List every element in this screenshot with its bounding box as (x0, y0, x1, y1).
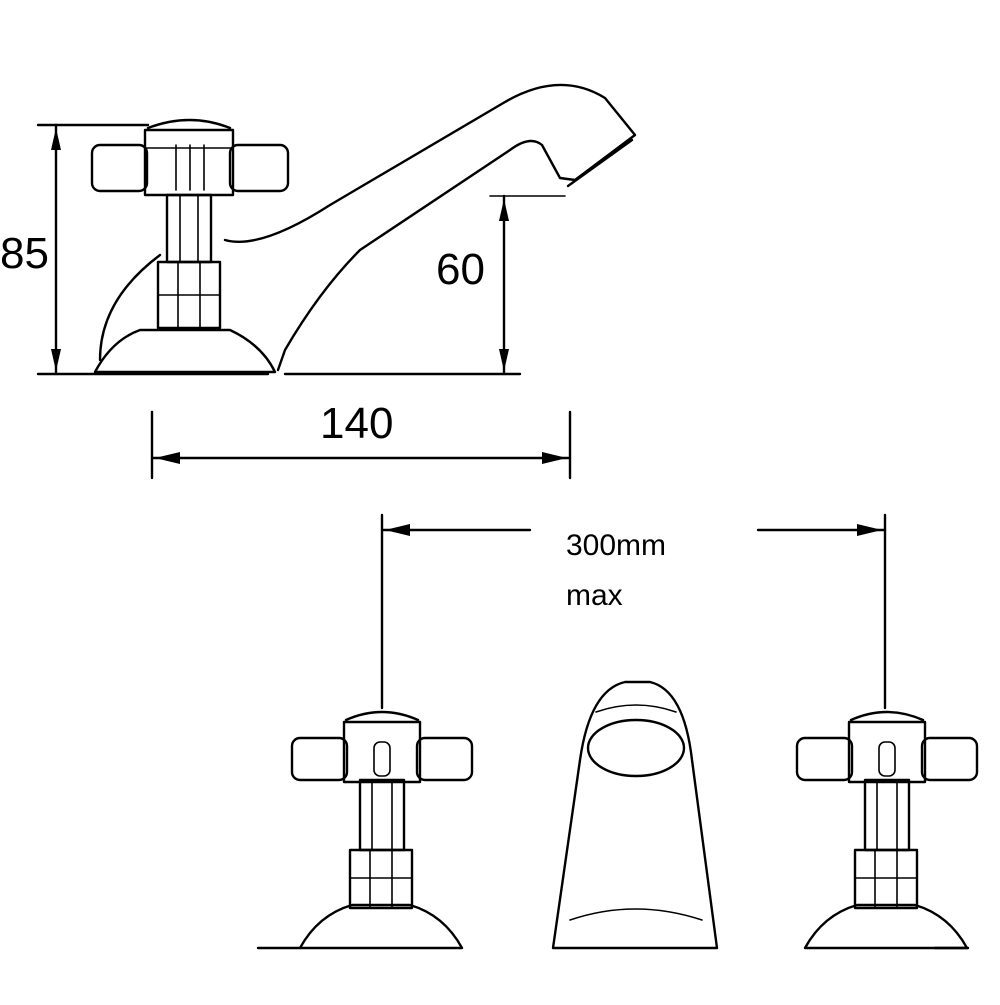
height-60-dimension (499, 194, 509, 376)
side-elevation-tap (36, 83, 637, 376)
projection-140-label: 140 (320, 399, 393, 448)
front-spout (551, 680, 719, 950)
spacing-300mm-label: 300mm (566, 529, 666, 562)
front-tap-right (795, 710, 979, 950)
height-85-label: 85 (0, 229, 49, 278)
front-tap-left (290, 710, 474, 950)
height-85-dimension (36, 123, 150, 376)
height-60-label: 60 (436, 245, 485, 294)
projection-140-dimension (150, 410, 572, 480)
spacing-max-label: max (566, 579, 623, 612)
spacing-300mm-dimension (380, 513, 887, 710)
